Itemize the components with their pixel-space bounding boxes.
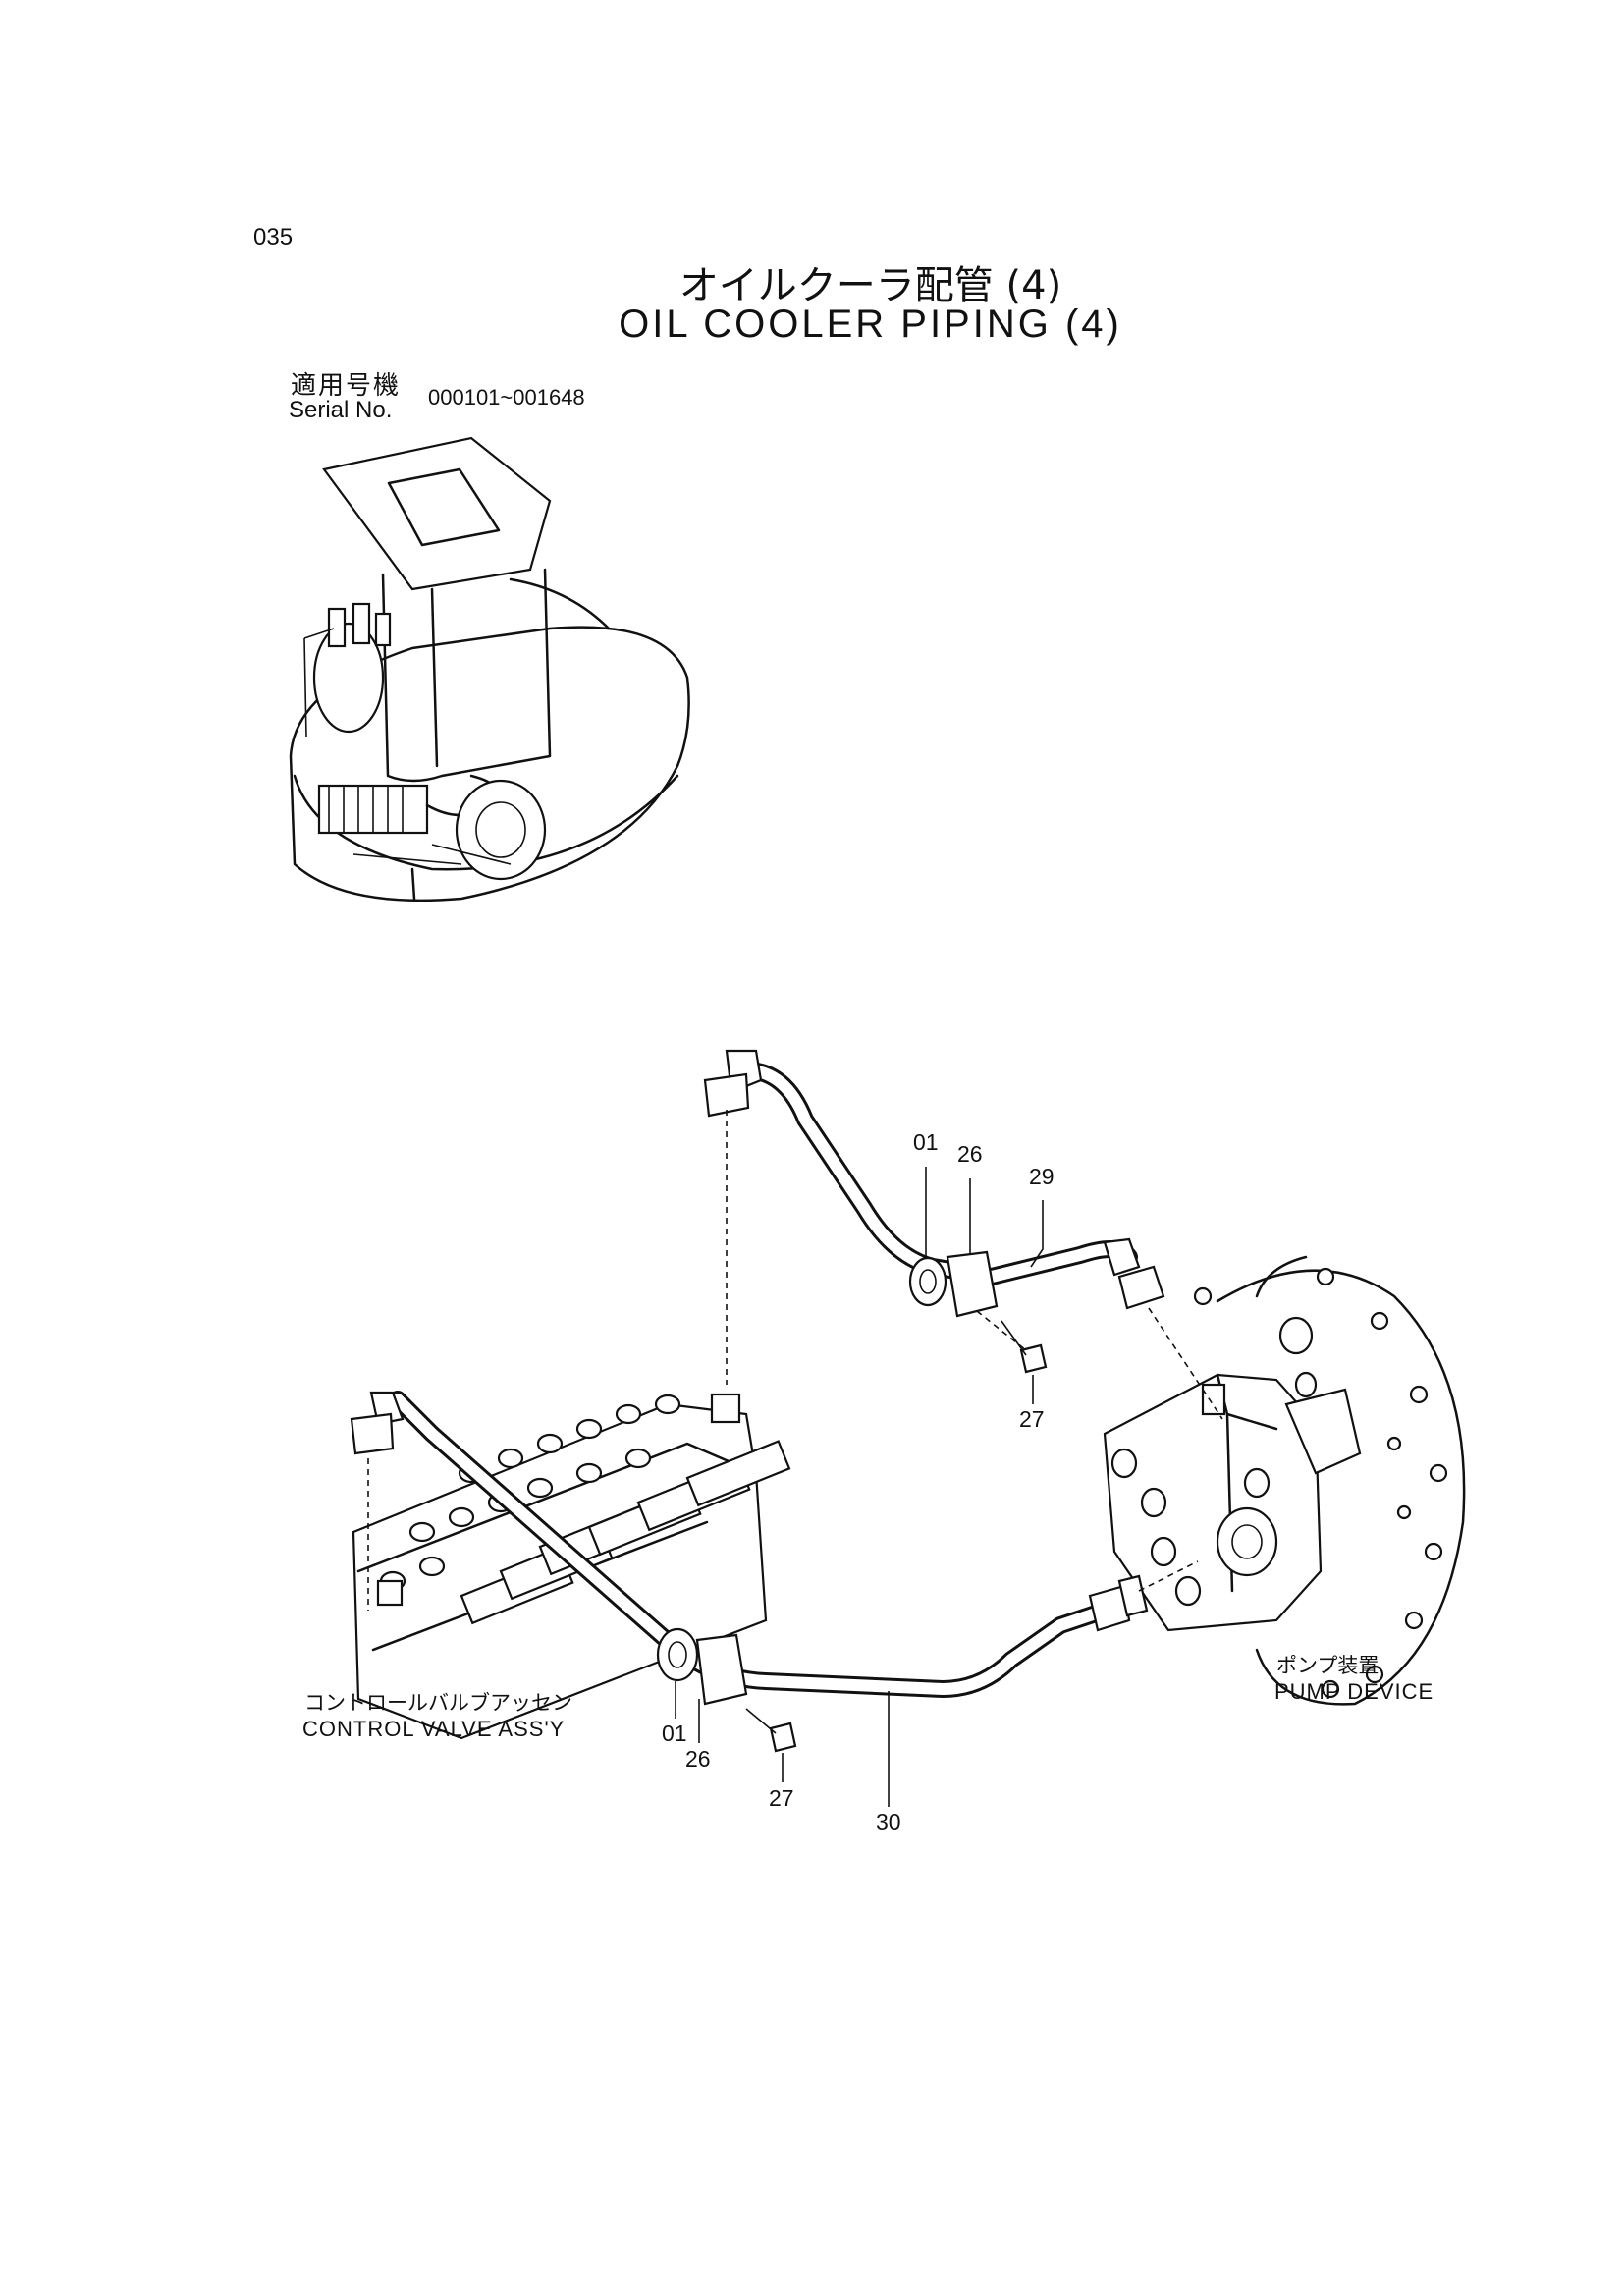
callout-leader-lines bbox=[675, 1167, 1044, 1807]
upper-hose-29 bbox=[703, 1049, 1223, 1420]
callout-29: 29 bbox=[1029, 1164, 1055, 1189]
page-number: 035 bbox=[253, 224, 294, 250]
control-valve-label-english: CONTROL VALVE ASS'Y bbox=[302, 1717, 566, 1741]
pump-label-japanese: ポンプ装置 bbox=[1276, 1654, 1380, 1677]
callout-26-bottom: 26 bbox=[685, 1746, 711, 1772]
page-title-english: OIL COOLER PIPING (4) bbox=[619, 302, 1122, 346]
serial-label-japanese: 適用号機 bbox=[291, 371, 402, 401]
serial-range: 000101~001648 bbox=[428, 385, 585, 410]
callout-30: 30 bbox=[876, 1809, 901, 1834]
lower-hose-30 bbox=[350, 1391, 1199, 1753]
machine-overview-illustration bbox=[289, 436, 690, 902]
page-title-japanese: オイルクーラ配管 (4) bbox=[678, 263, 1062, 308]
pump-label-english: PUMP DEVICE bbox=[1274, 1679, 1434, 1704]
control-valve-label-japanese: コントロールバルブアッセン bbox=[304, 1691, 572, 1715]
callout-26-top: 26 bbox=[957, 1141, 983, 1167]
callout-27-bottom: 27 bbox=[769, 1785, 794, 1811]
serial-label-english: Serial No. bbox=[289, 397, 393, 423]
callout-01-bottom: 01 bbox=[662, 1721, 687, 1746]
callout-01-top: 01 bbox=[913, 1129, 939, 1155]
pump-device bbox=[1103, 1255, 1466, 1706]
callout-27-top: 27 bbox=[1019, 1406, 1045, 1432]
